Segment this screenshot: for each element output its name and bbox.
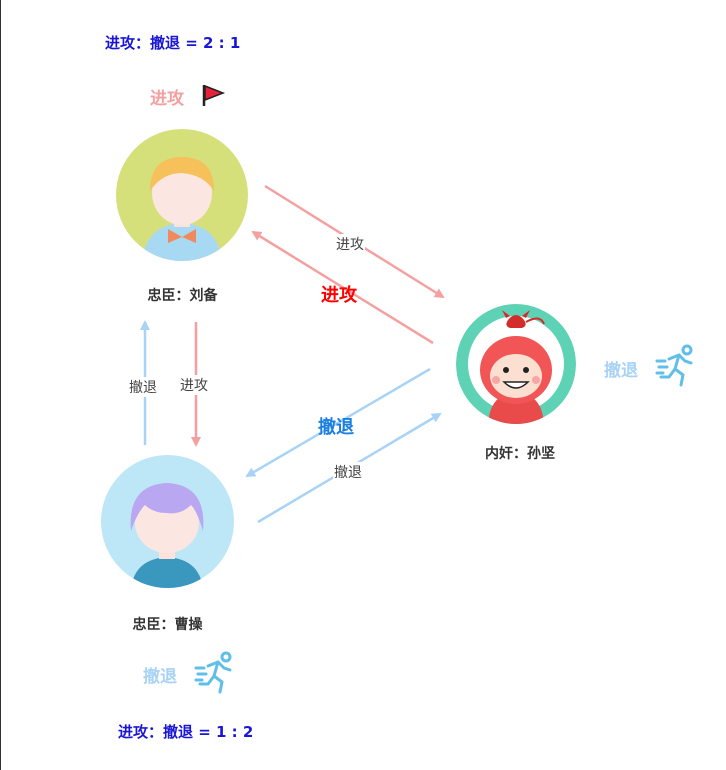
liubei-avatar[interactable] xyxy=(116,129,248,261)
sunjian-action-label: 撤退 xyxy=(604,361,638,381)
caocao-avatar[interactable] xyxy=(101,455,234,588)
running-person-icon xyxy=(194,651,232,694)
liubei-name: 忠臣：刘备 xyxy=(147,288,218,304)
sunjian-avatar[interactable] xyxy=(448,298,588,428)
ratio-top: 进攻：撤退 = 2 : 1 xyxy=(105,34,241,52)
ratio-bottom: 进攻：撤退 = 1 : 2 xyxy=(118,723,254,741)
left-border xyxy=(0,0,1,770)
arrow-sunjian-to-caocao xyxy=(245,367,431,478)
caocao-name: 忠臣：曹操 xyxy=(132,617,203,633)
edge-label-liubei-to-caocao: 进攻 xyxy=(179,375,209,395)
liubei-action-label: 进攻 xyxy=(150,89,184,109)
edge-label-sunjian-to-liubei: 进攻 xyxy=(321,285,357,306)
running-person-icon xyxy=(655,344,693,387)
edge-label-caocao-to-sunjian: 撤退 xyxy=(333,462,363,482)
arrow-sunjian-to-liubei xyxy=(251,230,434,345)
edge-label-caocao-to-liubei: 撤退 xyxy=(128,377,158,397)
edge-label-sunjian-to-caocao: 撤退 xyxy=(318,417,354,438)
red-flag-icon xyxy=(202,84,226,106)
caocao-action-label: 撤退 xyxy=(143,667,177,687)
sunjian-name: 内奸：孙坚 xyxy=(485,446,555,462)
edge-label-liubei-to-sunjian: 进攻 xyxy=(335,234,365,254)
